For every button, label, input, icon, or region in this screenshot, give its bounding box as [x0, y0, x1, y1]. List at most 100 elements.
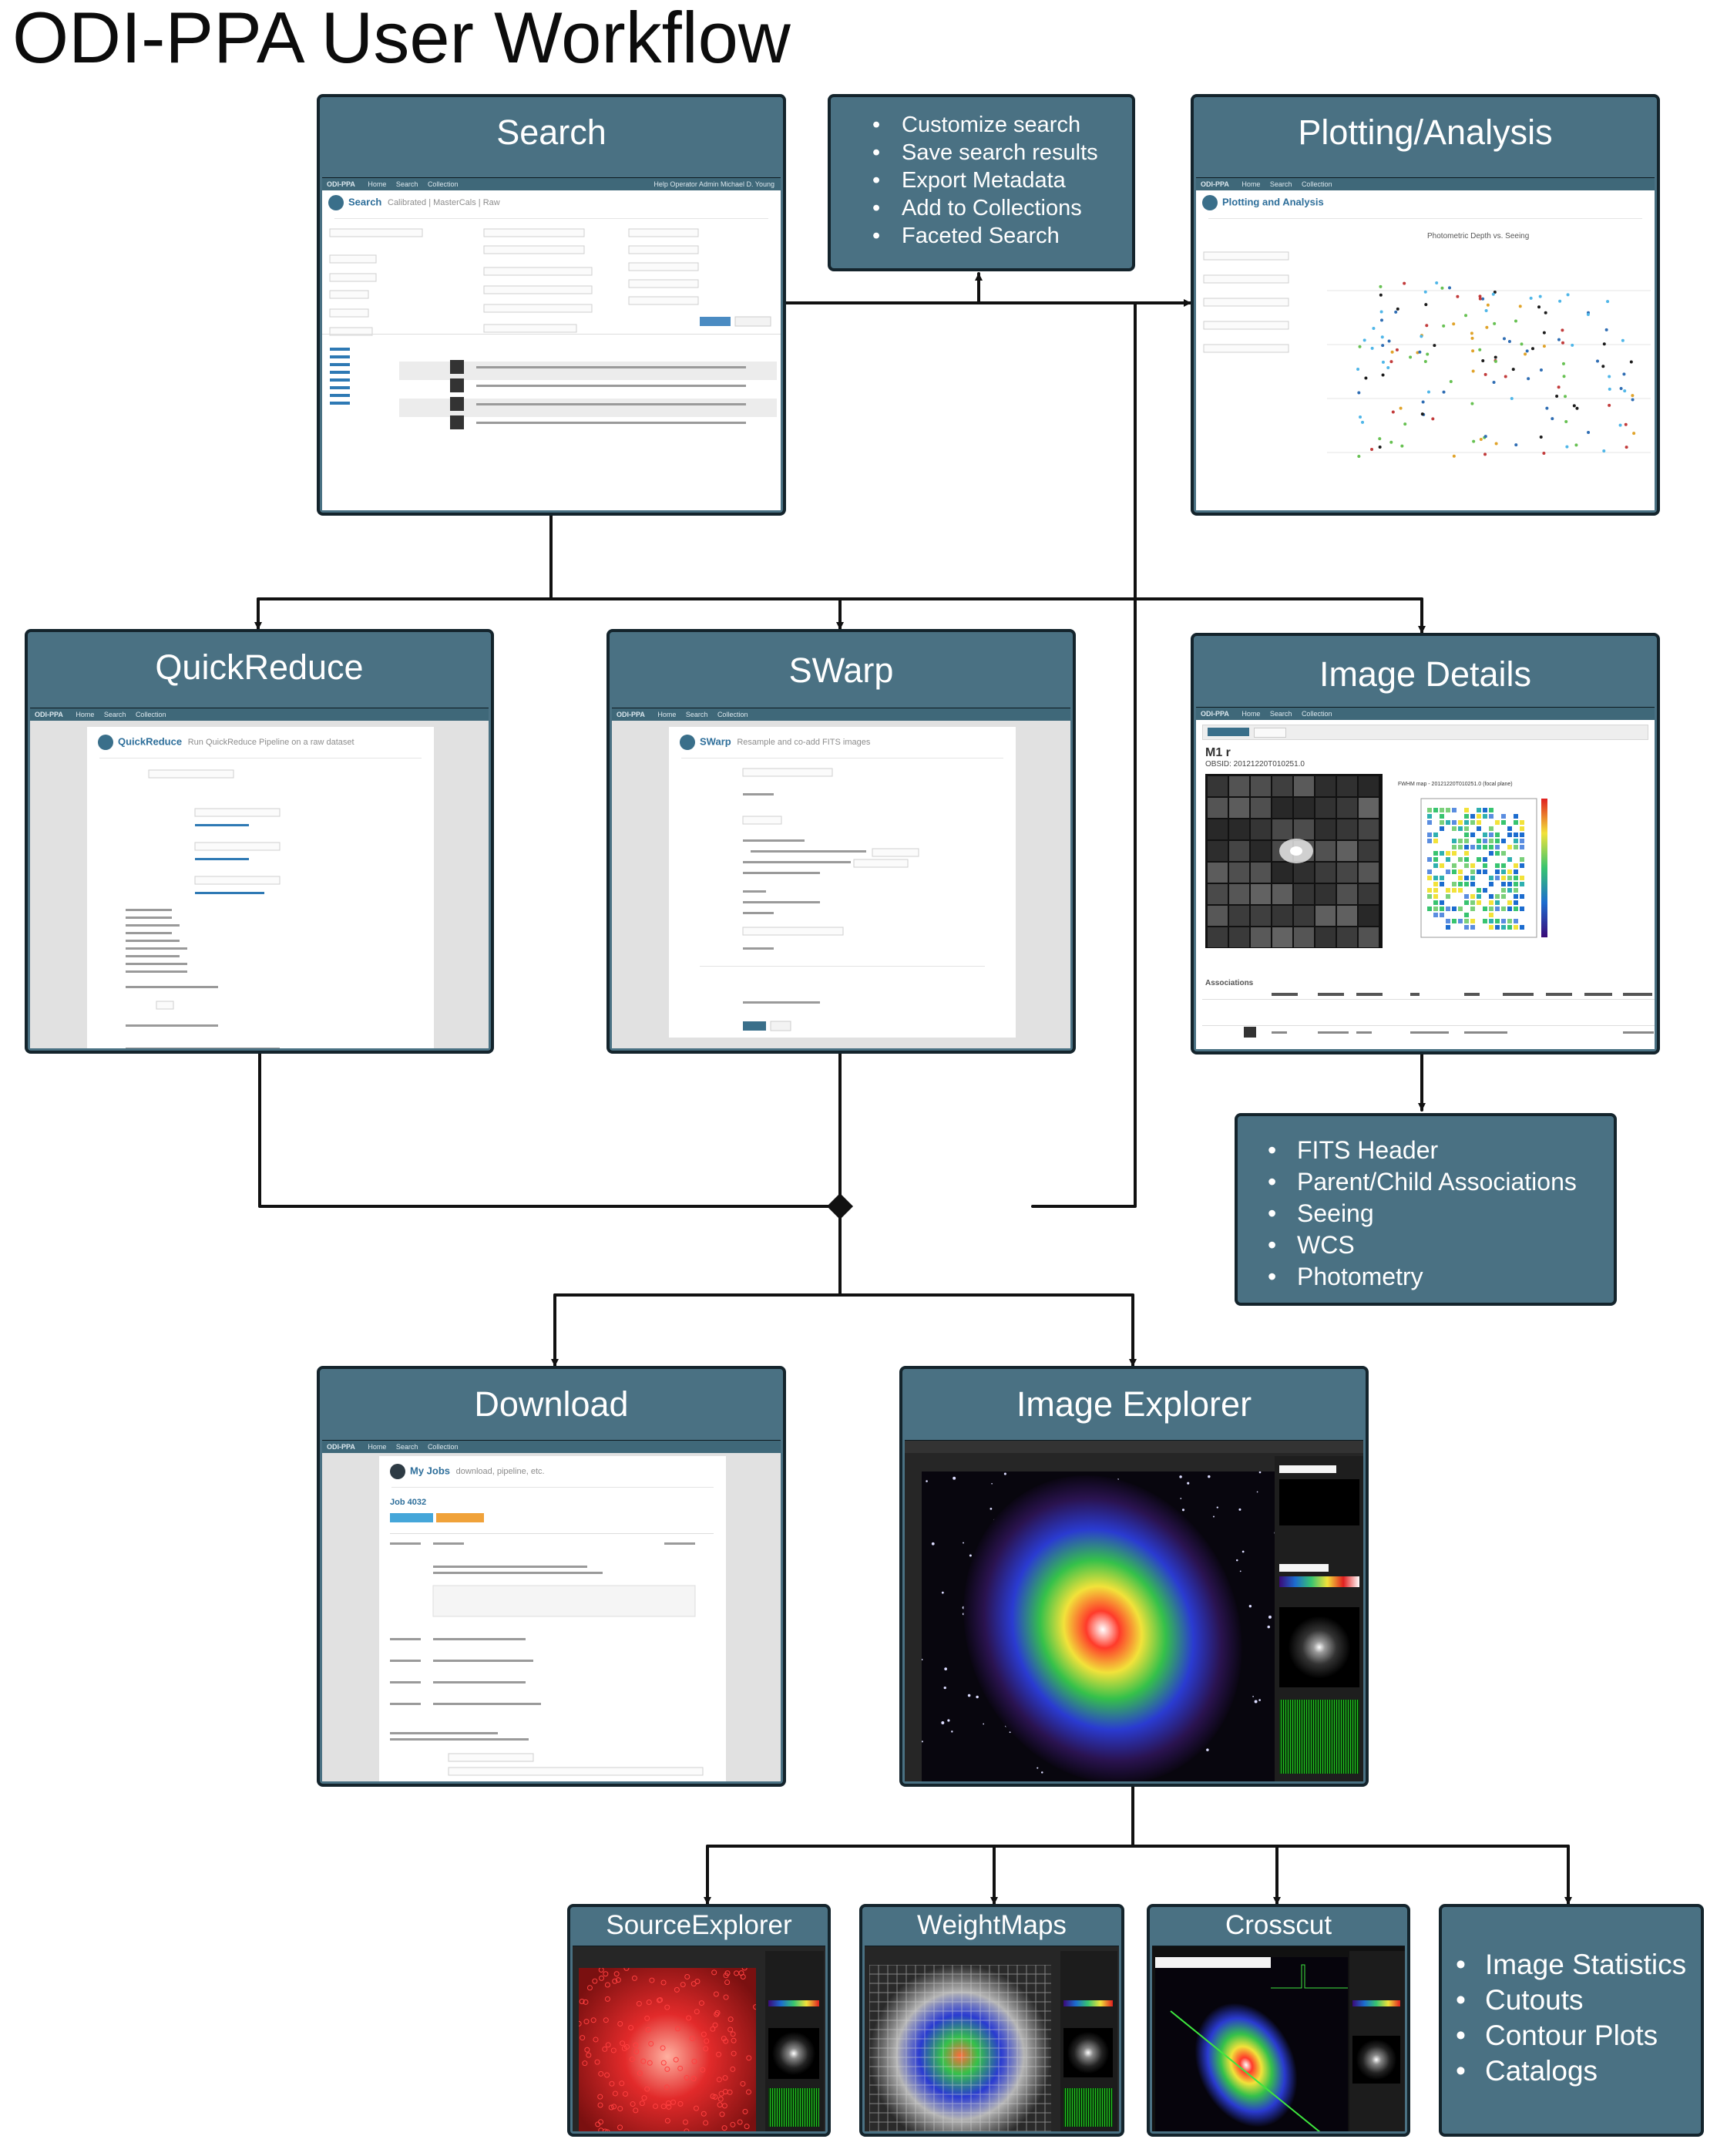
source-marker — [727, 2027, 734, 2033]
source-marker — [645, 2027, 651, 2033]
image-details-obsid: OBSID: 20121220T010251.0 — [1205, 760, 1305, 769]
search-box[interactable]: Search ODI-PPA Home Search Collection He… — [317, 94, 786, 516]
fwhm-cell — [1514, 820, 1518, 825]
fwhm-cell — [1458, 919, 1463, 923]
fwhm-cell — [1501, 882, 1506, 886]
fwhm-cell — [1440, 814, 1444, 819]
plotting-box[interactable]: Plotting/Analysis ODI-PPA Home Search Co… — [1191, 94, 1660, 516]
source-marker — [731, 2050, 737, 2057]
plot-point — [1561, 328, 1564, 332]
explorer-toolbar — [905, 1441, 1363, 1453]
quickreduce-screenshot: ODI-PPA Home Search Collection QuickRedu… — [30, 708, 489, 1048]
image-explorer-box[interactable]: Image Explorer — [899, 1366, 1369, 1787]
crosscut-box[interactable]: Crosscut — [1147, 1904, 1410, 2137]
fwhm-cell — [1470, 814, 1475, 819]
star — [983, 1723, 985, 1725]
select-button[interactable] — [1254, 728, 1286, 738]
fwhm-cell — [1520, 832, 1524, 837]
fwhm-cell — [1427, 808, 1432, 812]
fwhm-cell — [1452, 906, 1457, 911]
source-marker — [610, 2047, 617, 2053]
fwhm-cell — [1464, 851, 1469, 856]
color-map-select[interactable] — [1279, 1564, 1329, 1572]
fwhm-cell — [1446, 919, 1450, 923]
navbar-brand: ODI-PPA — [617, 711, 645, 718]
quickreduce-title: QuickReduce — [155, 647, 364, 687]
ota-cell — [1359, 798, 1379, 818]
swarp-box[interactable]: SWarp ODI-PPA Home Search Collection SWa… — [606, 629, 1076, 1054]
source-marker — [690, 1981, 697, 1987]
star — [1238, 1508, 1241, 1511]
source-marker — [660, 1979, 667, 1986]
fwhm-cell — [1489, 925, 1493, 930]
fwhm-cell — [1495, 906, 1500, 911]
fwhm-cell — [1470, 869, 1475, 874]
fwhm-cell — [1470, 894, 1475, 899]
profile-panel — [1279, 1700, 1359, 1774]
plot-point — [1420, 335, 1423, 338]
fwhm-cell — [1464, 913, 1469, 917]
download-page-subtitle: download, pipeline, etc. — [455, 1467, 545, 1477]
plot-point — [1530, 347, 1534, 351]
star — [1252, 1696, 1254, 1697]
source-markers — [579, 1968, 756, 2131]
fwhm-cell — [1470, 820, 1475, 825]
source-marker — [630, 2101, 636, 2107]
weightmaps-box[interactable]: WeightMaps — [859, 1904, 1124, 2137]
plot-point — [1572, 404, 1576, 408]
fwhm-cell — [1477, 845, 1481, 849]
fwhm-cell — [1427, 869, 1432, 874]
fwhm-cell — [1489, 900, 1493, 905]
weightmaps-grid — [869, 1965, 1051, 2131]
star — [943, 1686, 946, 1690]
ota-grid — [1208, 776, 1379, 947]
source-marker — [649, 1977, 655, 1983]
ota-cell — [1272, 776, 1292, 796]
navbar-search: Search — [1269, 180, 1292, 188]
navbar-home: Home — [368, 180, 387, 188]
star — [944, 1667, 947, 1671]
image-details-heading: M1 r — [1205, 746, 1231, 759]
download-box[interactable]: Download ODI-PPA Home Search Collection … — [317, 1366, 786, 1787]
source-marker — [583, 2019, 590, 2025]
image-details-box[interactable]: Image Details ODI-PPA Home Search Collec… — [1191, 633, 1660, 1054]
fwhm-cell — [1495, 925, 1500, 930]
source-marker — [684, 2128, 690, 2131]
scaling-select[interactable] — [1279, 1465, 1336, 1473]
fwhm-cell — [1464, 919, 1469, 923]
plot-point — [1362, 338, 1366, 342]
ota-cell — [1229, 927, 1249, 947]
fwhm-cell — [1477, 857, 1481, 862]
fwhm-cell — [1477, 814, 1481, 819]
fwhm-cell — [1452, 820, 1457, 825]
crosscut-line[interactable] — [1170, 2010, 1332, 2131]
source-marker — [660, 2104, 667, 2110]
swarp-icon — [680, 735, 695, 750]
navbar-search: Search — [1269, 710, 1292, 718]
fwhm-cell — [1477, 900, 1481, 905]
fwhm-cell — [1446, 894, 1450, 899]
fwhm-cell — [1464, 832, 1469, 837]
quickreduce-box[interactable]: QuickReduce ODI-PPA Home Search Collecti… — [25, 629, 494, 1054]
plotting-screenshot: ODI-PPA Home Search Collection Plotting … — [1196, 177, 1655, 510]
fwhm-cell — [1458, 820, 1463, 825]
download-title: Download — [474, 1384, 629, 1424]
fwhm-cell — [1452, 851, 1457, 856]
fwhm-cell — [1470, 906, 1475, 911]
plot-point — [1470, 331, 1473, 335]
fwhm-cell — [1427, 814, 1432, 819]
ota-cell — [1294, 927, 1314, 947]
fwhm-cell — [1446, 906, 1450, 911]
download-heading: My Jobs download, pipeline, etc. — [390, 1464, 545, 1479]
plot-point — [1586, 313, 1590, 317]
swarp-title: SWarp — [788, 651, 894, 690]
weightmaps-image — [869, 1965, 1051, 2131]
plot-point — [1433, 344, 1436, 348]
ota-cell — [1229, 841, 1249, 861]
fwhm-cell — [1452, 919, 1457, 923]
source-explorer-colorbar — [768, 2000, 819, 2006]
explore-image-button[interactable] — [1208, 728, 1249, 736]
ota-cell — [1294, 776, 1314, 796]
source-explorer-box[interactable]: SourceExplorer — [567, 1904, 831, 2137]
star — [1248, 1605, 1252, 1608]
